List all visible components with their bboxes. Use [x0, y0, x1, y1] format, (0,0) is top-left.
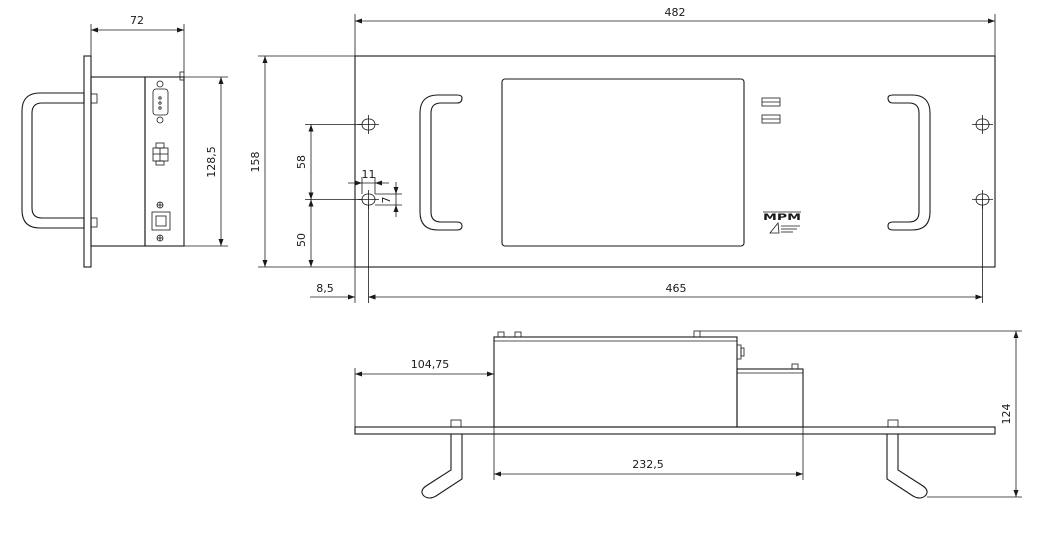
side-handle: [21, 92, 85, 229]
top-handle-left: [421, 434, 463, 499]
dim-left-offset-label: 8,5: [316, 282, 334, 295]
dim-hole-width: 11: [348, 168, 389, 194]
dim-left-offset: 8,5: [310, 205, 376, 303]
side-body: [90, 76, 146, 247]
display-screen: [501, 78, 745, 247]
dim-side-depth: 72: [90, 14, 185, 72]
dim-hole-spacing-vertical-label: 58: [295, 155, 308, 169]
dim-total-height-label: 158: [249, 152, 262, 173]
dim-side-height-label: 128,5: [205, 146, 218, 178]
mounting-hole-icon: [972, 115, 993, 134]
dim-hole-spacing-horizontal: 465: [368, 205, 983, 303]
top-handle-right: [886, 434, 928, 499]
front-view: MPM 482 158: [249, 6, 996, 303]
dim-box-offset-label: 104,75: [411, 358, 450, 371]
top-plate: [354, 426, 996, 435]
dim-total-width: 482: [354, 6, 996, 56]
dim-box-offset: 104,75: [354, 358, 494, 427]
power-connector-icon: [152, 142, 169, 166]
top-secondary-box: [736, 368, 804, 428]
dim-bottom-offset: 50: [295, 199, 314, 267]
dim-box-width: 232,5: [493, 427, 804, 480]
dim-hole-height-label: 7: [380, 197, 393, 204]
dim-total-height: 158: [249, 55, 355, 268]
dim-side-height: 128,5: [184, 76, 228, 247]
dim-total-depth-label: 124: [1000, 404, 1013, 425]
dim-hole-height: 7: [375, 182, 402, 217]
front-panel: [354, 55, 996, 268]
dim-bottom-offset-label: 50: [295, 233, 308, 247]
front-handle-left: [419, 94, 463, 231]
side-view: 72 128,5: [21, 14, 228, 268]
dim-hole-spacing-horizontal-label: 465: [666, 282, 687, 295]
rj45-connector-icon: [151, 201, 171, 242]
top-view: 104,75 232,5 124: [354, 330, 1022, 499]
connector-panel: [144, 76, 185, 247]
front-handle-right: [887, 94, 931, 231]
top-main-box: [493, 336, 738, 428]
dim-hole-width-label: 11: [362, 168, 376, 181]
dim-box-width-label: 232,5: [632, 458, 664, 471]
mpm-logo: MPM: [763, 211, 801, 234]
mpm-logo-text: MPM: [763, 213, 801, 223]
dim-total-depth: 124: [700, 330, 1022, 498]
dim-side-depth-label: 72: [130, 14, 144, 27]
dim-total-width-label: 482: [665, 6, 686, 19]
db9-connector-icon: [152, 80, 169, 124]
side-front-plate: [83, 55, 92, 268]
dim-hole-spacing-vertical: 58: [295, 124, 362, 200]
